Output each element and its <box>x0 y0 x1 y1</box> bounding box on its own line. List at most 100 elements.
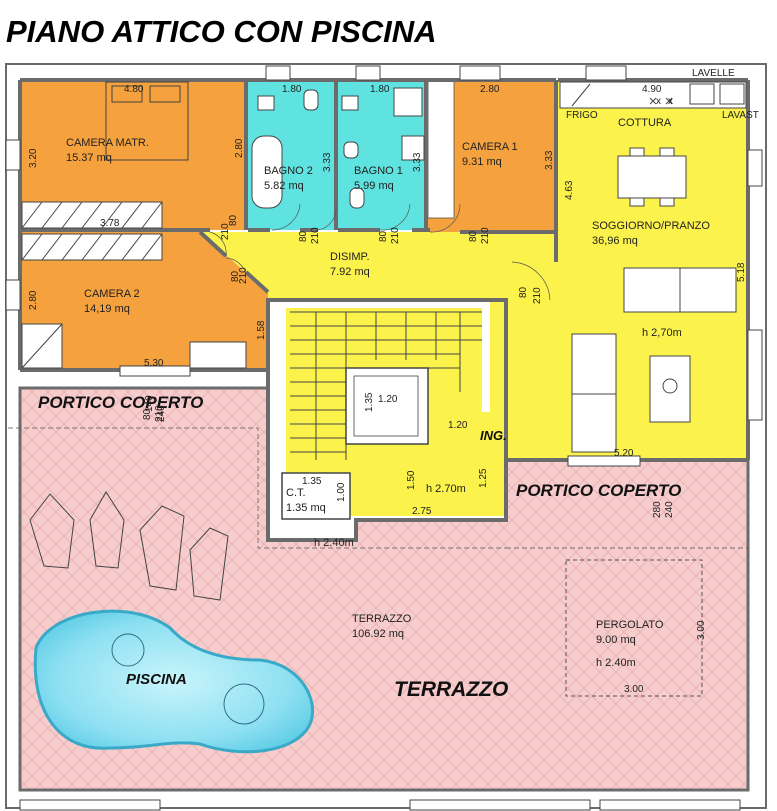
dim-door-f1: 80 <box>518 286 529 298</box>
dim-b2-side: 3.33 <box>322 152 333 172</box>
room-name-camera-matr: CAMERA MATR. <box>66 137 149 149</box>
room-area-bagno-1: 5.99 mq <box>354 180 394 192</box>
wardrobe-camera-2 <box>21 233 163 261</box>
dim-sog-left: 4.63 <box>564 180 575 200</box>
room-area-camera-1: 9.31 mq <box>462 156 502 168</box>
dim-stair-125: 1.25 <box>478 468 489 488</box>
dim-c2-left: 2.80 <box>28 290 39 310</box>
dim-perg-side: 3.00 <box>696 620 707 640</box>
dim-b1-side: 3.33 <box>412 152 423 172</box>
dim-ct-side: 1.00 <box>336 482 347 502</box>
room-name-camera-1: CAMERA 1 <box>462 141 518 153</box>
dim-door-g1: 80 <box>142 408 153 420</box>
label-portico-right: PORTICO COPERTO <box>516 481 681 500</box>
bed-single <box>21 323 247 369</box>
room-area-bagno-2: 5.82 mq <box>264 180 304 192</box>
dim-stair-w: 1.20 <box>378 394 398 405</box>
dimension-labels: 4.80 3.20 2.80 3.78 1.80 3.33 1.80 3.33 … <box>28 84 747 695</box>
coffee-table <box>649 355 691 423</box>
room-name-soggiorno: SOGGIORNO/PRANZO <box>592 220 710 232</box>
wardrobe-camera-matr <box>21 201 163 229</box>
dim-door-d1: 80 <box>378 230 389 242</box>
dim-c1-side: 3.33 <box>544 150 555 170</box>
dim-portico-l1: 140 <box>144 395 155 412</box>
sofa-top <box>623 267 737 313</box>
label-frigo: FRIGO <box>566 110 598 121</box>
bed-double <box>105 81 189 161</box>
room-camera-2 <box>20 232 268 370</box>
room-name-cottura: COTTURA <box>618 117 672 129</box>
room-area-soggiorno: 36,96 mq <box>592 235 638 247</box>
room-name-ct: C.T. <box>286 487 306 499</box>
room-name-camera-2: CAMERA 2 <box>84 288 140 300</box>
dim-perg-bottom: 3.00 <box>624 684 644 695</box>
room-height-pergolato: h 2.40m <box>596 657 636 669</box>
label-lavelle: LAVELLE <box>692 68 735 79</box>
dim-door-c2: 210 <box>310 227 321 244</box>
room-name-disimp: DISIMP. <box>330 251 370 263</box>
dim-door-a2: 210 <box>220 223 231 240</box>
room-name-bagno-1: BAGNO 1 <box>354 165 403 177</box>
label-terrazzo-big: TERRAZZO <box>394 678 508 701</box>
dim-door-e1: 80 <box>468 230 479 242</box>
dim-door-g2: 210 <box>154 405 165 422</box>
dim-cm-top: 4.80 <box>124 84 144 95</box>
dim-stair-150: 1.50 <box>406 470 417 490</box>
bathroom-fixtures <box>251 87 425 209</box>
kitchen-counter <box>559 81 747 109</box>
dim-cm-left: 3.20 <box>28 148 39 168</box>
room-height-soggiorno: h 2,70m <box>642 327 682 339</box>
room-name-pergolato: PERGOLATO <box>596 619 664 631</box>
dim-stair-275: 2.75 <box>412 506 432 517</box>
dim-c2-right: 1.58 <box>256 320 267 340</box>
wardrobe-camera-1 <box>427 79 455 219</box>
room-labels: CAMERA MATR. 15.37 mq CAMERA 2 14,19 mq … <box>38 68 759 701</box>
sunbeds <box>29 491 229 601</box>
dim-multi: x <box>656 96 661 107</box>
dim-b1-top: 1.80 <box>370 84 390 95</box>
dim-stair-land: 1.20 <box>448 420 468 431</box>
dim-door-a1: 80 <box>228 214 239 226</box>
stair-lift-inner <box>353 375 419 437</box>
room-area-terrazzo: 106.92 mq <box>352 628 404 640</box>
room-area-camera-matr: 15.37 mq <box>66 152 112 164</box>
label-ing: ING. <box>480 428 507 443</box>
windows <box>5 65 763 811</box>
label-lavast: LAVAST <box>722 110 759 121</box>
dim-c1-top: 2.80 <box>480 84 500 95</box>
room-area-pergolato: 9.00 mq <box>596 634 636 646</box>
dim-ct-top: 1.35 <box>302 476 322 487</box>
dim-kitchen-top: 4.90 <box>642 84 662 95</box>
dim-door-b1: 80 <box>230 270 241 282</box>
dim-sog-bottom: 5.20 <box>614 448 634 459</box>
dim-cm-right: 2.80 <box>234 138 245 158</box>
room-area-ct: 1.35 mq <box>286 502 326 514</box>
room-area-disimp: 7.92 mq <box>330 266 370 278</box>
building-outline <box>5 63 767 809</box>
dim-portico-r1: 280 <box>652 501 663 518</box>
label-stair-height: h 2.70m <box>426 483 466 495</box>
pergola <box>565 559 703 697</box>
dim-portico-l2: 240 <box>156 405 167 422</box>
sofa-side <box>571 333 617 453</box>
dim-stair-h: 1.35 <box>364 392 375 412</box>
room-name-terrazzo: TERRAZZO <box>352 613 412 625</box>
dim-sog-right: 5.18 <box>736 262 747 282</box>
room-area-camera-2: 14,19 mq <box>84 303 130 315</box>
stair-steps <box>290 311 482 460</box>
dim-c2-bottom: 5.30 <box>144 358 164 369</box>
pool <box>33 609 315 754</box>
portico-dashed-line-left <box>8 427 506 549</box>
dim-door-f2: 210 <box>532 287 543 304</box>
dim-b2-top: 1.80 <box>282 84 302 95</box>
stair-lift-shaft <box>345 367 429 445</box>
ct-room <box>281 472 351 520</box>
dim-door-e2: 210 <box>480 227 491 244</box>
door-swings <box>209 203 551 301</box>
dim-door-d2: 210 <box>390 227 401 244</box>
dim-door-b2: 210 <box>238 267 249 284</box>
dim-portico-r2: 240 <box>664 501 675 518</box>
room-name-bagno-2: BAGNO 2 <box>264 165 313 177</box>
dining-table <box>617 147 687 207</box>
